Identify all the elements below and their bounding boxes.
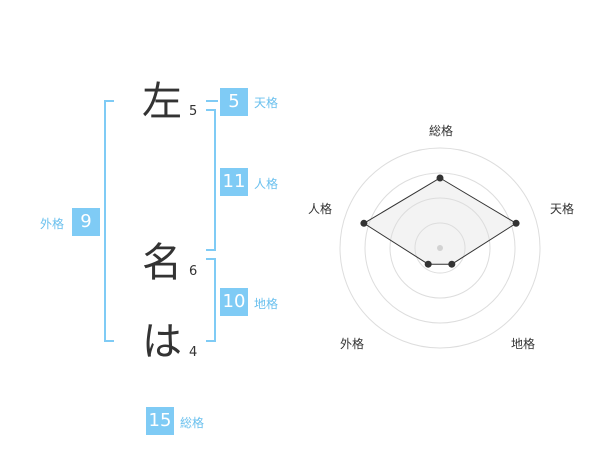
soukaku-value: 15 bbox=[146, 407, 174, 435]
radar-point-3 bbox=[424, 260, 432, 268]
radar-point-4 bbox=[360, 219, 368, 227]
radar-point-1 bbox=[512, 219, 520, 227]
chikaku-bracket bbox=[206, 258, 216, 342]
jinkaku-bracket bbox=[206, 109, 216, 251]
chikaku-label: 地格 bbox=[254, 297, 279, 311]
gaikaku-value: 9 bbox=[72, 208, 100, 236]
radar-ring-3 bbox=[364, 172, 516, 324]
radar-axis-label-1: 天格 bbox=[550, 202, 575, 216]
jinkaku-value: 11 bbox=[220, 168, 248, 196]
stroke-count-3: 4 bbox=[189, 345, 198, 360]
radar-axis-label-2: 地格 bbox=[511, 337, 536, 351]
radar-polygon bbox=[362, 177, 518, 265]
radar-center bbox=[437, 245, 443, 251]
tenkaku-value: 5 bbox=[220, 88, 248, 116]
stroke-count-2: 6 bbox=[189, 264, 198, 279]
name-char-3: は bbox=[142, 319, 182, 365]
jinkaku-label: 人格 bbox=[254, 177, 279, 191]
radar-axis-label-0: 総格 bbox=[429, 124, 454, 138]
gaikaku-label: 外格 bbox=[40, 217, 65, 231]
radar-axis-label-3: 外格 bbox=[340, 337, 365, 351]
radar-point-2 bbox=[448, 260, 456, 268]
tenkaku-label: 天格 bbox=[254, 96, 279, 110]
radar-ring-2 bbox=[389, 197, 491, 299]
radar-ring-1 bbox=[414, 222, 466, 274]
radar-point-0 bbox=[436, 174, 444, 182]
stroke-count-1: 5 bbox=[189, 104, 198, 119]
name-char-1: 左 bbox=[142, 79, 182, 125]
outer-bracket bbox=[104, 100, 114, 342]
tenkaku-bracket bbox=[206, 100, 218, 102]
chikaku-value: 10 bbox=[220, 288, 248, 316]
name-char-2: 名 bbox=[142, 240, 182, 286]
radar-axis-label-4: 人格 bbox=[308, 202, 333, 216]
soukaku-label: 総格 bbox=[180, 416, 205, 430]
radar-ring-4 bbox=[339, 147, 541, 349]
